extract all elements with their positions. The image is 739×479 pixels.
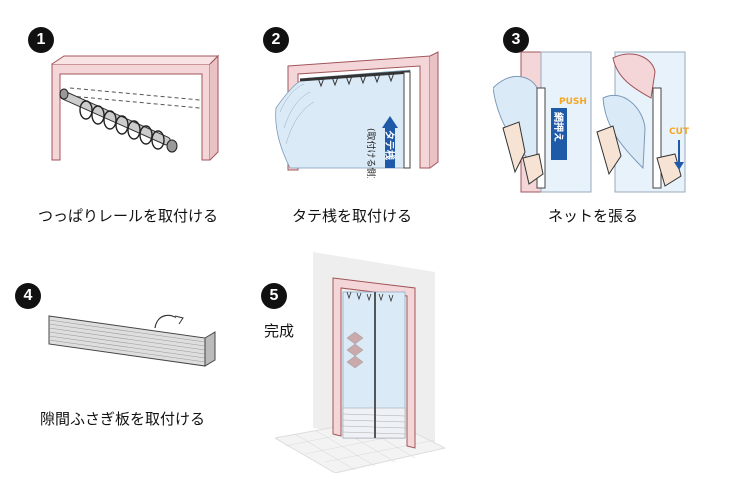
step-4-badge: 4: [15, 283, 41, 309]
step-5-badge: 5: [261, 283, 287, 309]
step-3-badge: 3: [503, 27, 529, 53]
step-1-badge: 1: [28, 27, 54, 53]
step-2-label-main: タテ桟: [383, 130, 396, 160]
step-4-caption: 隙間ふさぎ板を取付ける: [40, 410, 206, 428]
step-3-net-holder-label: 網押え: [552, 112, 565, 142]
gap-cover-board-illustration: [48, 314, 216, 367]
step-2-caption: タテ桟を取付ける: [292, 207, 413, 225]
tension-rail-illustration: [51, 54, 220, 161]
step-5-caption: 完成: [264, 322, 295, 340]
vertical-frame-illustration: (取付ける側) タテ桟: [275, 51, 439, 178]
step-1-caption: つっぱりレールを取付ける: [38, 207, 219, 225]
finished-door-illustration: [275, 252, 445, 473]
step-3-cut-label: CUT: [669, 127, 690, 137]
step-2-badge: 2: [263, 27, 289, 53]
step-3-caption: ネットを張る: [548, 207, 639, 225]
step-2-label-sub: (取付ける側): [365, 128, 377, 178]
net-install-illustration: PUSH 網押え CUT: [493, 51, 690, 193]
step-3-push-label: PUSH: [559, 97, 587, 107]
